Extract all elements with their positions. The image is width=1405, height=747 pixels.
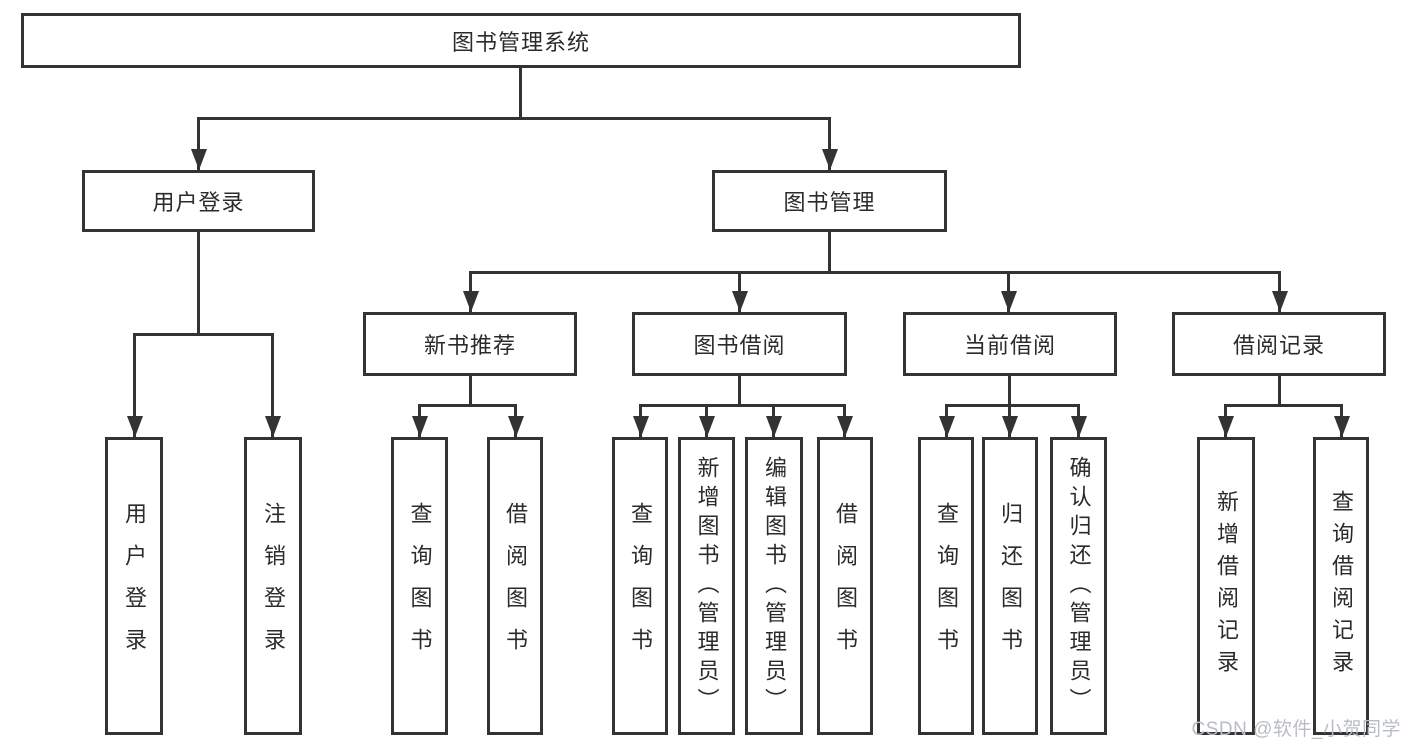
arrow-to-user-login bbox=[197, 117, 200, 170]
arrow-to-new-books bbox=[469, 271, 472, 312]
connector-root-branch bbox=[197, 117, 831, 120]
csdn-watermark: CSDN @软件_小贺同学 bbox=[1191, 719, 1401, 740]
node-book-mgmt-label: 图书管理 bbox=[783, 190, 876, 215]
leaf-current-return: 归还图书 bbox=[982, 437, 1038, 735]
leaf-borrow-add-label: 新增图书（管理员） bbox=[694, 455, 720, 717]
arrow-to-borrow-borrow bbox=[843, 404, 846, 437]
leaf-borrow-borrow-label: 借阅图书 bbox=[833, 502, 858, 670]
node-new-books: 新书推荐 bbox=[363, 312, 577, 376]
arrow-to-leaf-logout bbox=[271, 333, 274, 437]
arrow-to-book-mgmt bbox=[828, 117, 831, 170]
leaf-user-login-label: 用户登录 bbox=[122, 502, 147, 670]
arrow-to-records-add bbox=[1224, 404, 1227, 437]
leaf-current-query-label: 查询图书 bbox=[934, 502, 959, 670]
leaf-borrow-borrow: 借阅图书 bbox=[817, 437, 873, 735]
leaf-newbooks-borrow-label: 借阅图书 bbox=[503, 502, 528, 670]
leaf-logout-label: 注销登录 bbox=[261, 502, 286, 670]
connector-borrow-branch bbox=[639, 404, 846, 407]
node-book-mgmt: 图书管理 bbox=[712, 170, 947, 232]
connector-new-books-branch bbox=[418, 404, 517, 407]
leaf-borrow-query-label: 查询图书 bbox=[628, 502, 653, 670]
arrow-to-newbooks-borrow bbox=[514, 404, 517, 437]
arrow-to-borrow-add bbox=[705, 404, 708, 437]
node-records-label: 借阅记录 bbox=[1232, 333, 1325, 358]
leaf-newbooks-query: 查询图书 bbox=[391, 437, 448, 735]
connector-records-branch bbox=[1224, 404, 1343, 407]
connector-current-branch bbox=[945, 404, 1080, 407]
arrow-to-borrow-edit bbox=[772, 404, 775, 437]
connector-user-login-stem bbox=[197, 232, 200, 335]
arrow-to-records-query bbox=[1340, 404, 1343, 437]
connector-book-mgmt-stem bbox=[828, 232, 831, 274]
connector-book-mgmt-branch bbox=[469, 271, 1281, 274]
node-borrow-label: 图书借阅 bbox=[693, 333, 786, 358]
leaf-current-return-label: 归还图书 bbox=[998, 502, 1023, 670]
arrow-to-newbooks-query bbox=[418, 404, 421, 437]
leaf-newbooks-query-label: 查询图书 bbox=[407, 502, 433, 670]
leaf-current-confirm: 确认归还（管理员） bbox=[1050, 437, 1107, 735]
connector-records-stem bbox=[1278, 376, 1281, 406]
leaf-user-login: 用户登录 bbox=[105, 437, 163, 735]
node-root: 图书管理系统 bbox=[21, 13, 1021, 68]
leaf-borrow-edit-label: 编辑图书（管理员） bbox=[762, 455, 787, 717]
node-borrow: 图书借阅 bbox=[632, 312, 847, 376]
leaf-newbooks-borrow: 借阅图书 bbox=[487, 437, 543, 735]
node-root-label: 图书管理系统 bbox=[451, 29, 590, 55]
connector-user-login-branch bbox=[133, 333, 274, 336]
connector-current-stem bbox=[1008, 376, 1011, 406]
connector-new-books-stem bbox=[469, 376, 472, 406]
leaf-current-query: 查询图书 bbox=[918, 437, 974, 735]
leaf-borrow-query: 查询图书 bbox=[612, 437, 668, 735]
arrow-to-leaf-user-login bbox=[133, 333, 136, 437]
node-current-label: 当前借阅 bbox=[963, 333, 1056, 358]
connector-borrow-stem bbox=[738, 376, 741, 406]
leaf-records-add: 新增借阅记录 bbox=[1197, 437, 1255, 735]
arrow-to-current-confirm bbox=[1077, 404, 1080, 437]
leaf-logout: 注销登录 bbox=[244, 437, 302, 735]
arrow-to-records bbox=[1278, 271, 1281, 312]
arrow-to-current-query bbox=[945, 404, 948, 437]
node-new-books-label: 新书推荐 bbox=[423, 333, 516, 358]
leaf-records-query: 查询借阅记录 bbox=[1313, 437, 1369, 735]
arrow-to-current-return bbox=[1008, 404, 1011, 437]
arrow-to-borrow bbox=[738, 271, 741, 312]
arrow-to-borrow-query bbox=[639, 404, 642, 437]
arrow-to-current bbox=[1007, 271, 1010, 312]
leaf-borrow-add: 新增图书（管理员） bbox=[678, 437, 735, 735]
connector-root-stem bbox=[519, 68, 522, 119]
node-user-login-label: 用户登录 bbox=[152, 190, 245, 215]
node-records: 借阅记录 bbox=[1172, 312, 1386, 376]
leaf-borrow-edit: 编辑图书（管理员） bbox=[745, 437, 803, 735]
leaf-current-confirm-label: 确认归还（管理员） bbox=[1066, 455, 1092, 717]
node-user-login: 用户登录 bbox=[82, 170, 315, 232]
node-current: 当前借阅 bbox=[903, 312, 1117, 376]
leaf-records-add-label: 新增借阅记录 bbox=[1214, 490, 1239, 682]
leaf-records-query-label: 查询借阅记录 bbox=[1329, 490, 1354, 682]
